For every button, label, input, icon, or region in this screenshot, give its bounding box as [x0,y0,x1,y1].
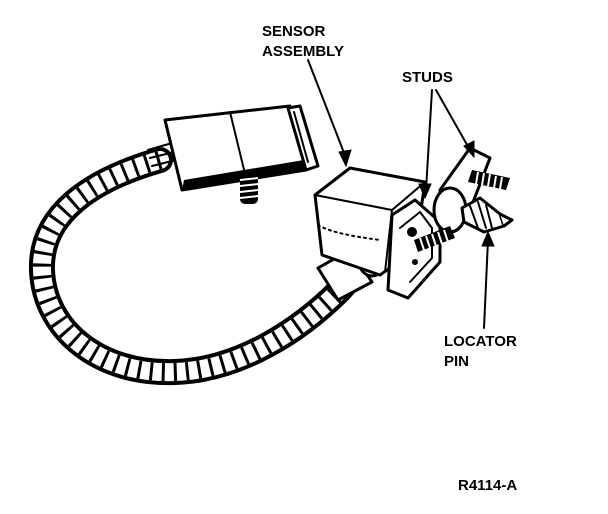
label-locator-line2: PIN [444,353,469,370]
arrowhead-sensor [338,149,352,168]
locator-pin [460,196,514,234]
label-sensor-line2: ASSEMBLY [262,43,344,60]
stud-lower [414,226,455,252]
arrowhead-stud-upper [463,140,475,159]
leader-lines [307,59,495,329]
arrowhead-stud-lower [418,183,432,200]
label-sensor-line1: SENSOR [262,23,326,40]
label-locator-line1: LOCATOR [444,333,517,350]
stud-upper [468,170,510,190]
label-studs: STUDS [402,69,453,86]
connector-screw [239,172,259,204]
harness-connector [147,104,320,204]
mounting-bracket [386,146,492,300]
figure-id: R4114-A [458,477,517,494]
arrowhead-locator [481,230,495,247]
